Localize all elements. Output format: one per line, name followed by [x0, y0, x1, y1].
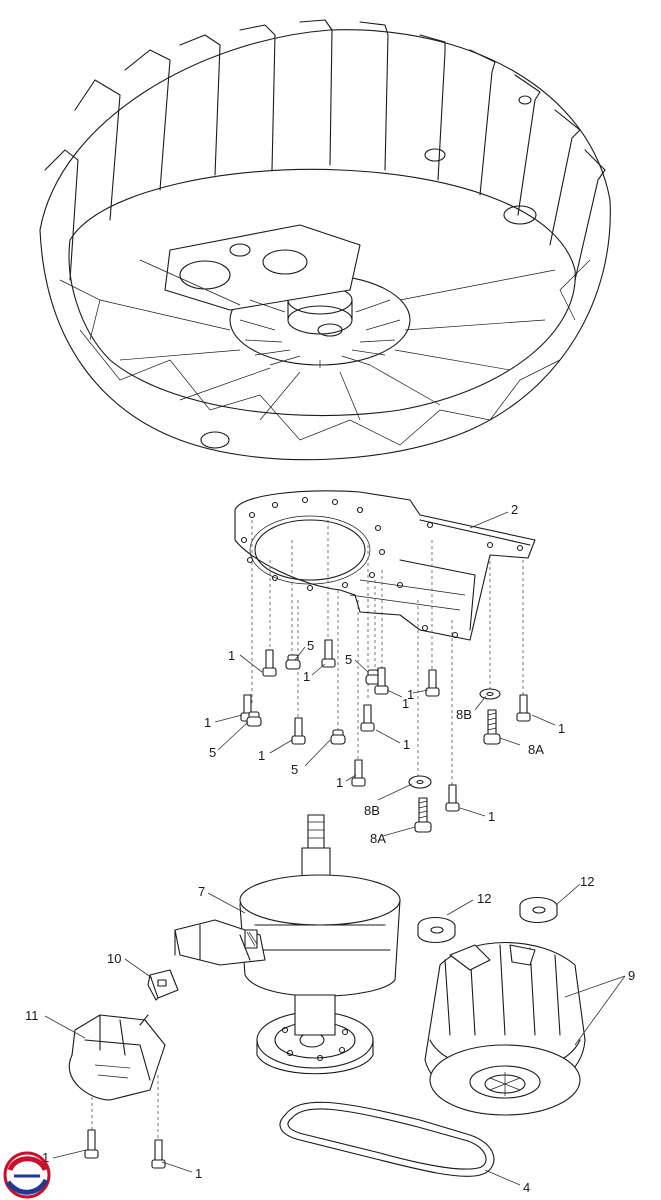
- screw-1h: [360, 704, 375, 732]
- callout-5: 5: [291, 762, 298, 777]
- callout-1: 1: [195, 1166, 202, 1181]
- screw-1d: [425, 669, 440, 697]
- callout-labels: 2 1 5 1 5 1 1 8B 1 1 5 1 5 1 8A 1 8B 1 8…: [25, 502, 635, 1195]
- callout-8A: 8A: [528, 742, 544, 757]
- callout-11: 11: [25, 1008, 39, 1023]
- screw-8a-upper: [483, 709, 501, 745]
- screw-1g: [291, 717, 306, 745]
- callout-8A: 8A: [370, 831, 386, 846]
- callout-10: 10: [107, 951, 121, 966]
- screw-5d: [330, 729, 346, 745]
- screw-1k: [84, 1129, 99, 1159]
- motor-mounts: [417, 896, 558, 944]
- mounting-plate: [234, 490, 536, 641]
- callout-1: 1: [204, 715, 211, 730]
- callout-5: 5: [209, 745, 216, 760]
- callout-1: 1: [402, 696, 409, 711]
- drive-belt: [279, 1101, 495, 1177]
- callout-5: 5: [345, 652, 352, 667]
- screw-1e: [516, 694, 531, 722]
- callout-7: 7: [198, 884, 205, 899]
- callout-1: 1: [303, 669, 310, 684]
- callout-8B: 8B: [364, 803, 380, 818]
- callout-1: 1: [407, 687, 414, 702]
- callout-8B: 8B: [456, 707, 472, 722]
- callout-2: 2: [511, 502, 518, 517]
- screw-1c: [374, 667, 389, 695]
- callout-1: 1: [258, 748, 265, 763]
- callout-4: 4: [523, 1180, 530, 1195]
- callout-12: 12: [580, 874, 594, 889]
- leader-lines: [44, 511, 626, 1186]
- screw-5a: [285, 654, 301, 670]
- transmission: [174, 814, 401, 1075]
- screw-1l: [151, 1139, 166, 1169]
- callout-1: 1: [42, 1150, 49, 1165]
- shift-actuator: [68, 1014, 166, 1101]
- screw-1a: [262, 649, 277, 677]
- screws: [84, 639, 531, 1169]
- screw-8a-lower: [414, 797, 432, 833]
- callout-1: 1: [403, 737, 410, 752]
- washer-8b-upper: [479, 688, 501, 700]
- callout-1: 1: [488, 809, 495, 824]
- callout-1: 1: [228, 648, 235, 663]
- callout-5: 5: [307, 638, 314, 653]
- screw-1j: [445, 784, 460, 812]
- wash-tub-assembly: [39, 19, 611, 461]
- screw-1b: [321, 639, 336, 668]
- washer-8b-lower: [408, 775, 432, 789]
- callout-1: 1: [558, 721, 565, 736]
- wire-connector: [147, 969, 179, 1001]
- callout-9: 9: [628, 968, 635, 983]
- brand-logo: [3, 1151, 51, 1199]
- alignment-lines: [91, 520, 524, 1140]
- callout-12: 12: [477, 891, 491, 906]
- callout-1: 1: [336, 775, 343, 790]
- drive-motor: [424, 942, 586, 1116]
- screw-5c: [246, 711, 262, 727]
- screw-1i: [351, 759, 366, 787]
